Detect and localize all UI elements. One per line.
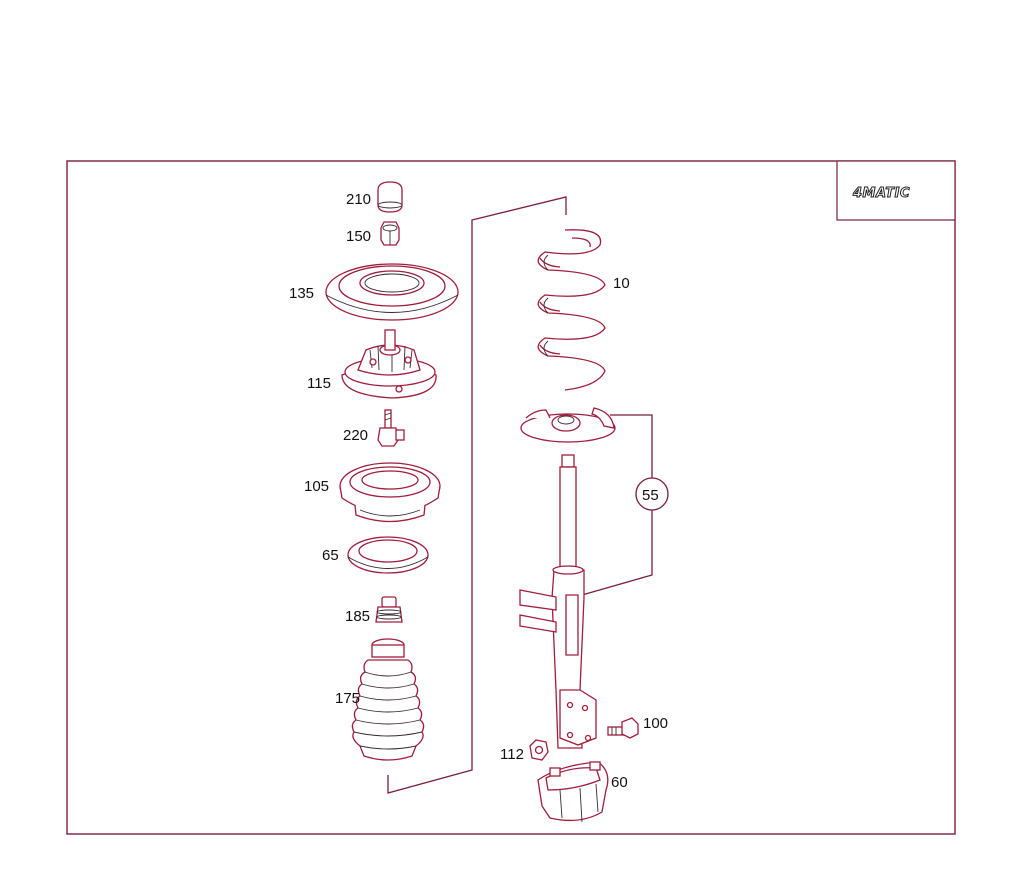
label-10[interactable]: 10 xyxy=(613,275,630,292)
part-10-coil-spring[interactable] xyxy=(537,229,606,391)
part-100-bolt[interactable] xyxy=(607,717,639,739)
part-65-ring[interactable] xyxy=(347,536,429,574)
diagram-frame xyxy=(66,160,956,835)
badge-4matic: 4MATIC xyxy=(836,160,956,221)
label-150[interactable]: 150 xyxy=(346,228,371,245)
part-55-shock-absorber[interactable] xyxy=(519,407,616,749)
label-135[interactable]: 135 xyxy=(289,285,314,302)
part-112-nut[interactable] xyxy=(529,739,549,761)
label-175[interactable]: 175 xyxy=(335,690,360,707)
part-175-dust-boot[interactable] xyxy=(351,638,425,761)
label-112[interactable]: 112 xyxy=(500,746,524,763)
label-185[interactable]: 185 xyxy=(345,608,370,625)
part-105-bearing[interactable] xyxy=(339,462,441,523)
label-60[interactable]: 60 xyxy=(611,774,628,791)
label-210[interactable]: 210 xyxy=(346,191,371,208)
part-135-plate[interactable] xyxy=(325,263,459,321)
label-115[interactable]: 115 xyxy=(307,375,331,392)
badge-text: 4MATIC xyxy=(852,186,910,201)
label-65[interactable]: 65 xyxy=(322,547,339,564)
part-210-cap[interactable] xyxy=(377,181,403,213)
part-220-bolt[interactable] xyxy=(377,409,405,447)
label-220[interactable]: 220 xyxy=(343,427,368,444)
label-100[interactable]: 100 xyxy=(643,715,668,732)
part-60-mount[interactable] xyxy=(537,761,609,823)
part-115-strut-mount[interactable] xyxy=(341,329,437,399)
label-55[interactable]: 55 xyxy=(642,487,659,504)
part-185-bump-stop[interactable] xyxy=(375,596,403,623)
label-105[interactable]: 105 xyxy=(304,478,329,495)
callout-circle-55 xyxy=(635,477,669,511)
leader-line-left-bracket xyxy=(387,196,567,794)
part-150-nut[interactable] xyxy=(380,221,400,246)
